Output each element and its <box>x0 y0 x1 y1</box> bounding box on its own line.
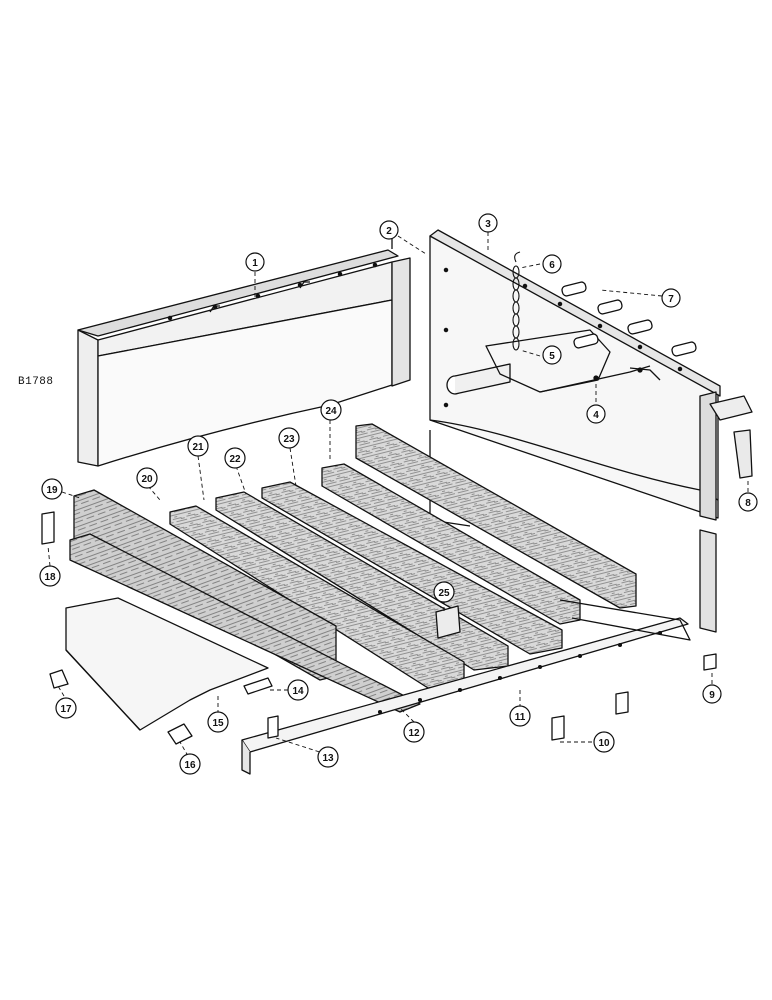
callout-24: 24 <box>320 399 342 421</box>
svg-text:8: 8 <box>745 498 751 509</box>
callout-10: 10 <box>593 731 615 753</box>
callout-11: 11 <box>509 705 531 727</box>
callout-4: 4 <box>586 404 606 424</box>
svg-text:17: 17 <box>60 704 72 715</box>
clip-14 <box>243 677 273 695</box>
svg-text:15: 15 <box>212 718 224 729</box>
svg-text:23: 23 <box>283 434 295 445</box>
callout-15: 15 <box>207 711 229 733</box>
clip-13 <box>267 715 279 739</box>
svg-text:11: 11 <box>515 712 526 723</box>
callout-9: 9 <box>702 684 722 704</box>
chain <box>512 251 521 351</box>
front-rail <box>241 599 691 775</box>
callout-22: 22 <box>224 447 246 469</box>
callout-6: 6 <box>542 254 562 274</box>
svg-text:25: 25 <box>438 588 450 599</box>
deck-boards <box>69 423 637 713</box>
hitch-assembly <box>446 329 661 395</box>
svg-text:7: 7 <box>668 294 674 305</box>
callout-8: 8 <box>738 492 758 512</box>
callout-19: 19 <box>41 478 63 500</box>
callout-1: 1 <box>245 252 265 272</box>
callout-14: 14 <box>287 679 309 701</box>
svg-text:3: 3 <box>485 219 491 230</box>
bracket-right <box>733 429 753 479</box>
callout-12: 12 <box>403 721 425 743</box>
svg-text:9: 9 <box>709 690 715 701</box>
clip-9 <box>703 653 717 671</box>
callout-23: 23 <box>278 427 300 449</box>
clip-17 <box>49 669 69 689</box>
svg-text:12: 12 <box>408 728 420 739</box>
block-25 <box>435 605 461 639</box>
side-panel <box>429 229 753 633</box>
callout-3: 3 <box>478 213 498 233</box>
clip-10a <box>551 715 565 741</box>
clip-16 <box>167 723 193 745</box>
front-panel <box>77 232 411 467</box>
plates <box>561 281 697 357</box>
svg-text:2: 2 <box>386 226 392 237</box>
leader-lines <box>47 232 749 757</box>
svg-text:20: 20 <box>141 474 153 485</box>
callout-5: 5 <box>542 345 562 365</box>
clip-10b <box>615 691 629 715</box>
svg-text:13: 13 <box>322 753 334 764</box>
svg-text:19: 19 <box>46 485 58 496</box>
svg-text:1: 1 <box>252 258 258 269</box>
callout-2: 2 <box>379 220 399 240</box>
callout-21: 21 <box>187 435 209 457</box>
callouts: 1 2 3 4 5 6 7 8 9 10 11 12 13 14 15 16 1… <box>39 213 758 775</box>
callout-16: 16 <box>179 753 201 775</box>
svg-text:21: 21 <box>192 442 204 453</box>
callout-20: 20 <box>136 467 158 489</box>
callout-7: 7 <box>661 288 681 308</box>
callout-25: 25 <box>433 581 455 603</box>
svg-text:16: 16 <box>184 760 196 771</box>
svg-text:10: 10 <box>598 738 610 749</box>
svg-text:5: 5 <box>549 351 555 362</box>
svg-text:22: 22 <box>229 454 241 465</box>
clip-18 <box>41 511 55 545</box>
figure-reference: B1788 <box>18 376 54 388</box>
svg-text:24: 24 <box>325 406 337 417</box>
svg-text:18: 18 <box>44 572 56 583</box>
callout-18: 18 <box>39 565 61 587</box>
svg-text:4: 4 <box>593 410 599 421</box>
callout-17: 17 <box>55 697 77 719</box>
svg-text:14: 14 <box>292 686 304 697</box>
callout-13: 13 <box>317 746 339 768</box>
svg-text:6: 6 <box>549 260 555 271</box>
